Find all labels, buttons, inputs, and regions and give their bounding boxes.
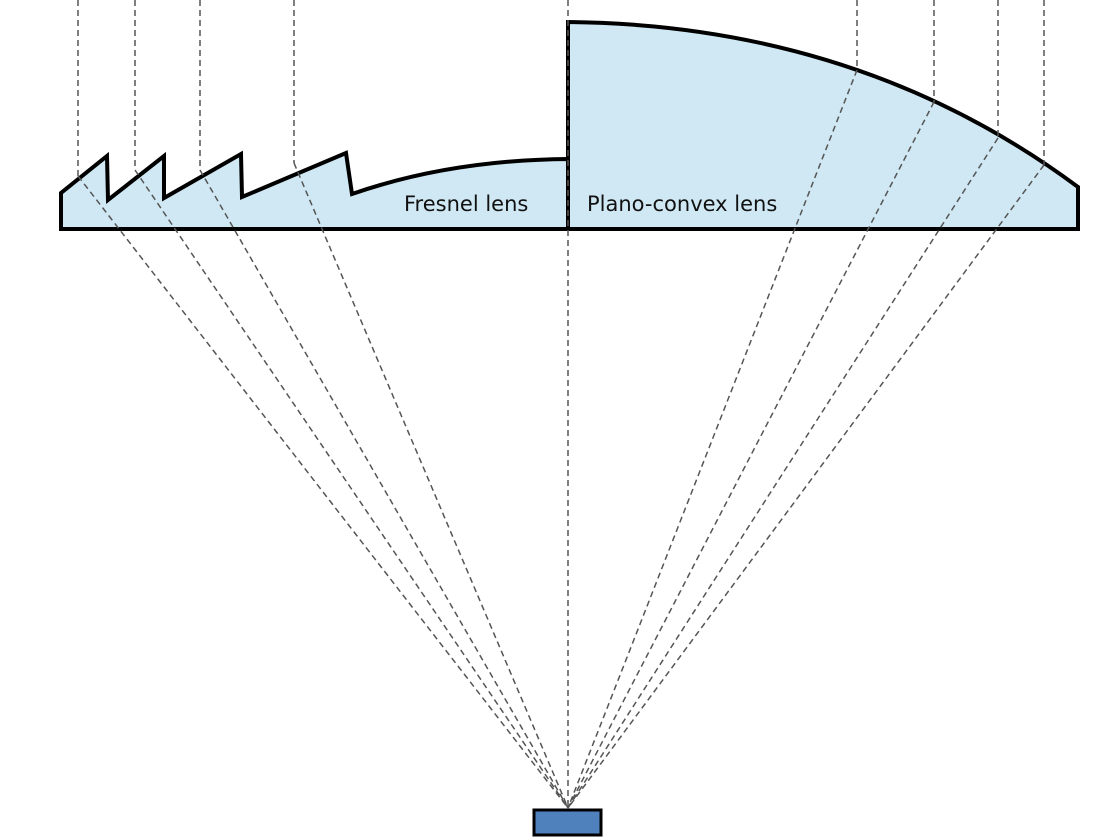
refracted-ray (567, 101, 935, 809)
refracted-ray (567, 69, 858, 809)
fresnel-lens-label: Fresnel lens (404, 192, 528, 216)
refracted-ray (567, 137, 999, 809)
light-source (532, 808, 603, 837)
refracted-ray (199, 169, 569, 809)
refracted-ray (567, 164, 1045, 809)
refracted-ray (77, 175, 569, 809)
refracted-ray (134, 169, 569, 809)
refracted-ray (293, 162, 569, 809)
plano-convex-lens-label: Plano-convex lens (587, 192, 777, 216)
light-rays (77, 0, 1045, 809)
fresnel-lens (59, 150, 570, 231)
